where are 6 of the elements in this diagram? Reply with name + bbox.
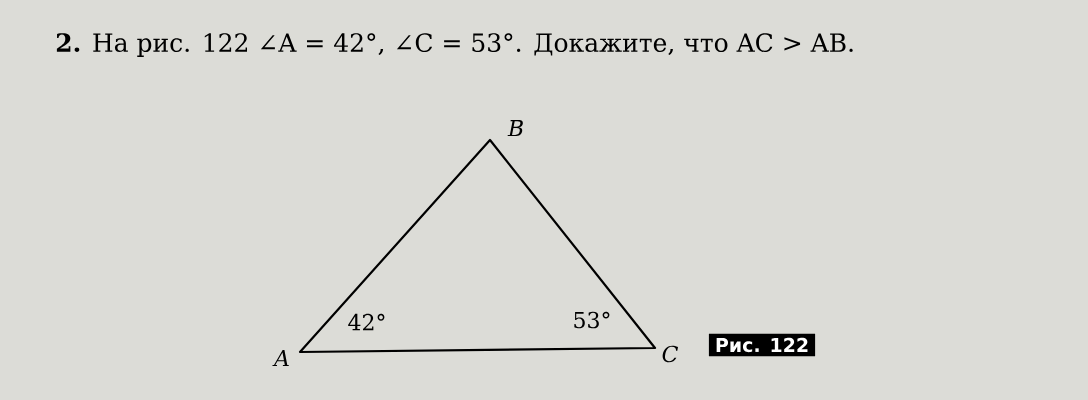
problem-text: 2. На рис. 122 ∠A = 42°, ∠C = 53°. Докажите, что AC > AB.: [56, 33, 853, 57]
angle-label: 53°: [574, 311, 610, 329]
angle-label: 42°: [348, 313, 385, 331]
vertex-label: C: [662, 345, 678, 363]
vertex-label: A: [272, 350, 289, 366]
vertex-label: B: [507, 120, 523, 136]
